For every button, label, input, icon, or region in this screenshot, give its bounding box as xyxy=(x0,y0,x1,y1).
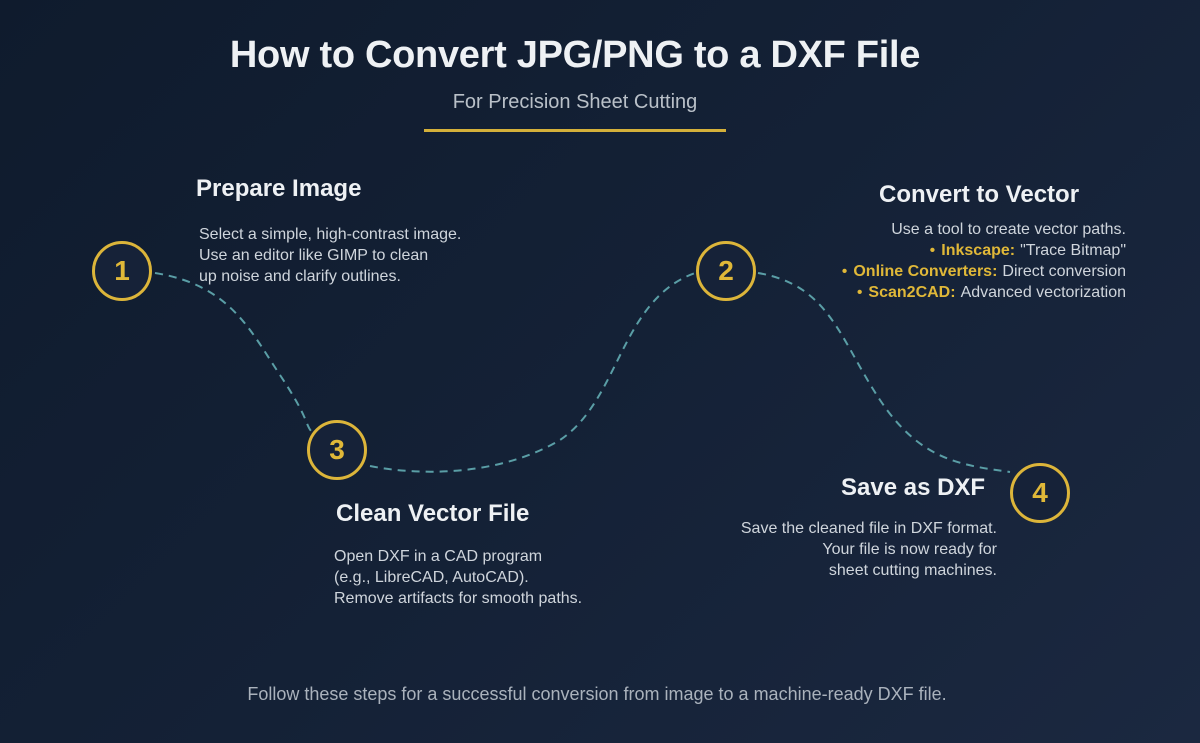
step-1-line: Use an editor like GIMP to clean xyxy=(199,247,429,264)
step-1-line: up noise and clarify outlines. xyxy=(199,268,401,285)
bullet-value: Direct conversion xyxy=(1002,263,1126,280)
page-title: How to Convert JPG/PNG to a DXF File xyxy=(229,34,921,76)
bullet-icon: • xyxy=(856,284,863,301)
step-4-line: sheet cutting machines. xyxy=(828,562,997,579)
connector-3-to-2 xyxy=(369,272,696,473)
bullet-key: Scan2CAD: xyxy=(868,284,956,301)
bullet-value: "Trace Bitmap" xyxy=(1020,242,1126,259)
title-underline-divider xyxy=(424,129,726,132)
step-3-number-badge: 3 xyxy=(307,420,367,480)
step-3-title: Clean Vector File xyxy=(336,500,530,527)
step-4-description: Save the cleaned file in DXF format. You… xyxy=(741,518,997,581)
step-4-line: Your file is now ready for xyxy=(822,541,997,558)
step-3-line: (e.g., LibreCAD, AutoCAD). xyxy=(334,569,529,586)
footer-note: Follow these steps for a successful conv… xyxy=(247,684,947,704)
bullet-value: Advanced vectorization xyxy=(960,284,1126,301)
bullet-item-inkscape: • Inkscape:"Trace Bitmap" xyxy=(842,240,1126,261)
step-1-line: Select a simple, high-contrast image. xyxy=(199,226,462,243)
step-number: 4 xyxy=(1032,477,1048,508)
step-1-number-badge: 1 xyxy=(92,241,152,301)
step-4-line: Save the cleaned file in DXF format. xyxy=(740,520,997,537)
bullet-key: Inkscape: xyxy=(941,242,1016,259)
step-2-number-badge: 2 xyxy=(696,241,756,301)
step-number: 3 xyxy=(329,434,345,465)
bullet-key: Online Converters: xyxy=(853,263,998,280)
bullet-item-scan2cad: • Scan2CAD:Advanced vectorization xyxy=(842,282,1126,303)
step-1-title: Prepare Image xyxy=(196,175,362,202)
connector-2-to-4 xyxy=(757,272,1011,473)
step-2-title: Convert to Vector xyxy=(879,181,1080,208)
bullet-item-online-converters: • Online Converters:Direct conversion xyxy=(842,261,1126,282)
step-4-title: Save as DXF xyxy=(841,474,986,501)
step-3-line: Remove artifacts for smooth paths. xyxy=(334,590,583,607)
page-subtitle: For Precision Sheet Cutting xyxy=(452,91,698,113)
bullet-icon: • xyxy=(929,242,936,259)
step-1-description: Select a simple, high-contrast image. Us… xyxy=(199,224,461,287)
step-number: 1 xyxy=(114,255,130,286)
step-number: 2 xyxy=(718,255,734,286)
step-3-line: Open DXF in a CAD program xyxy=(334,548,543,565)
bullet-icon: • xyxy=(841,263,848,280)
connector-1-to-3 xyxy=(154,272,313,433)
step-3-description: Open DXF in a CAD program (e.g., LibreCA… xyxy=(334,546,582,609)
step-2-description: Use a tool to create vector paths. • Inks… xyxy=(842,219,1126,303)
step-2-intro: Use a tool to create vector paths. xyxy=(891,221,1126,238)
step-4-number-badge: 4 xyxy=(1010,463,1070,523)
